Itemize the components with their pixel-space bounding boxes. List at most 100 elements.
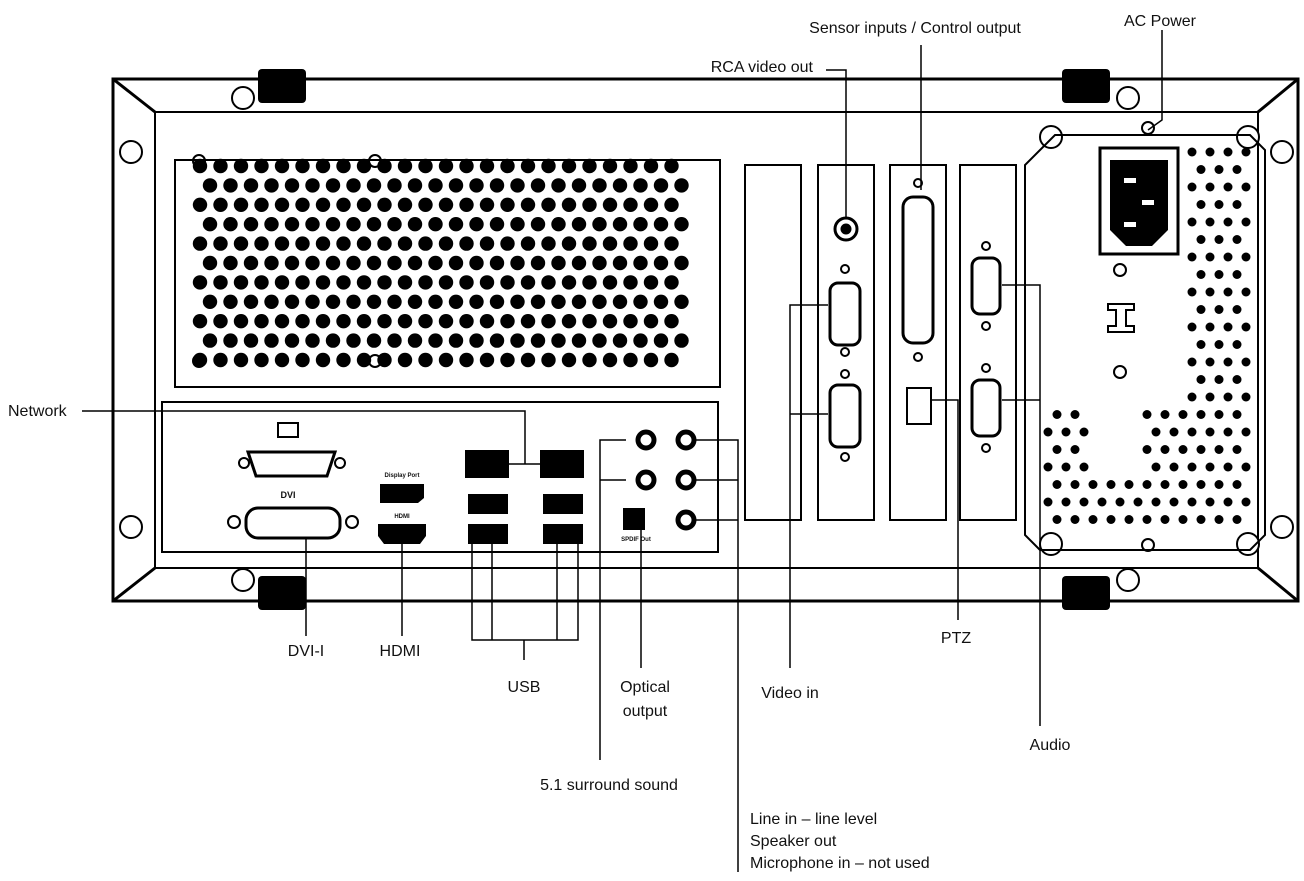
vent-hole — [633, 294, 648, 309]
vent-hole — [428, 333, 443, 348]
vent-hole — [336, 352, 351, 368]
psu-vent-hole — [1214, 200, 1224, 209]
psu-vent-hole — [1232, 200, 1242, 209]
psu-vent-hole — [1214, 410, 1224, 419]
vent-hole — [254, 197, 269, 212]
screw-icon — [1236, 125, 1260, 149]
vent-hole — [202, 294, 218, 309]
vent-hole — [284, 217, 300, 232]
vent-hole — [612, 217, 628, 232]
vent-hole — [438, 197, 454, 212]
psu-vent-hole — [1205, 322, 1215, 332]
psu-vent-hole — [1160, 480, 1170, 489]
vent-hole — [346, 294, 361, 309]
vent-hole — [612, 333, 628, 348]
psu-vent-hole — [1187, 357, 1197, 367]
vent-hole — [336, 275, 351, 290]
vent-hole — [500, 352, 515, 368]
psu-vent-hole — [1223, 497, 1233, 507]
vent-hole — [202, 333, 218, 348]
vent-hole — [274, 352, 290, 368]
vent-hole — [377, 197, 392, 212]
vent-hole — [479, 158, 495, 174]
vent-hole — [602, 197, 618, 212]
vent-hole — [305, 333, 320, 348]
vent-hole — [664, 236, 679, 251]
vent-hole — [623, 197, 638, 212]
vent-hole — [387, 255, 402, 271]
psu-vent-hole — [1241, 322, 1251, 332]
screw-icon — [231, 568, 255, 592]
ac-power-pins — [1124, 178, 1154, 227]
vent-hole — [510, 333, 525, 348]
vent-hole — [315, 275, 331, 290]
vent-hole — [582, 197, 597, 212]
psu-vent-hole — [1196, 340, 1206, 349]
vent-hole — [571, 217, 587, 232]
screw-icon — [1039, 532, 1063, 556]
label-hdmi: HDMI — [380, 643, 421, 660]
vent-hole — [233, 158, 249, 174]
psu-vent-hole — [1205, 252, 1215, 262]
vent-hole — [356, 352, 372, 368]
label-microphone-in: Microphone in – not used — [750, 855, 930, 872]
psu-vent-hole — [1241, 217, 1251, 227]
vent-hole — [315, 236, 331, 251]
vent-hole — [356, 236, 372, 251]
psu-vent-hole — [1187, 322, 1197, 332]
vent-hole — [284, 294, 300, 309]
vent-hole — [213, 158, 228, 174]
leader-video-in — [789, 304, 828, 668]
vent-hole — [571, 255, 587, 271]
vent-hole — [653, 333, 669, 348]
psu-vent-hole — [1232, 340, 1242, 349]
vent-hole — [305, 255, 320, 271]
spdif-port — [623, 508, 645, 530]
vent-hole — [541, 158, 556, 174]
vent-hole — [377, 352, 392, 368]
psu-vent-hole — [1196, 235, 1206, 244]
vga-port — [238, 422, 346, 478]
vent-hole — [336, 314, 351, 329]
vent-hole — [520, 314, 536, 329]
vent-hole — [459, 158, 474, 174]
vent-hole — [407, 294, 423, 309]
usb-ports — [468, 494, 583, 544]
vent-hole — [582, 236, 597, 251]
vent-hole — [643, 236, 659, 251]
vent-hole — [325, 255, 341, 271]
psu-vent-hole — [1178, 410, 1188, 419]
vent-hole — [664, 158, 679, 174]
vent-hole — [438, 314, 454, 329]
vent-hole — [407, 255, 423, 271]
vent-hole — [192, 314, 208, 329]
psu-vent — [1043, 147, 1251, 524]
vent-hole — [438, 275, 454, 290]
psu-vent-hole — [1115, 497, 1125, 507]
psu-vent-hole — [1241, 182, 1251, 192]
label-dvi-i: DVI-I — [288, 643, 324, 660]
vent-hole — [571, 333, 587, 348]
vent-hole — [192, 158, 208, 174]
vent-hole — [274, 197, 290, 212]
vent-hole — [561, 158, 577, 174]
psu-vent-hole — [1196, 515, 1206, 524]
psu-vent-hole — [1142, 480, 1152, 489]
label-optical-output-line2: output — [623, 703, 668, 720]
vent-hole — [541, 314, 556, 329]
psu-vent-hole — [1241, 427, 1251, 437]
vent-hole — [448, 178, 464, 193]
vent-hole — [602, 236, 618, 251]
leader-lines — [82, 30, 1163, 872]
screw-icon — [1113, 365, 1127, 379]
label-surround-sound: 5.1 surround sound — [540, 777, 678, 794]
vent-hole — [274, 275, 290, 290]
label-optical-output-line1: Optical — [620, 679, 670, 696]
psu-vent-hole — [1205, 147, 1215, 157]
vent-hole — [612, 178, 628, 193]
psu-vent-hole — [1187, 217, 1197, 227]
vent-hole — [520, 197, 536, 212]
psu-vent-hole — [1169, 497, 1179, 507]
vent-hole — [428, 255, 443, 271]
psu-vent-hole — [1106, 480, 1116, 489]
